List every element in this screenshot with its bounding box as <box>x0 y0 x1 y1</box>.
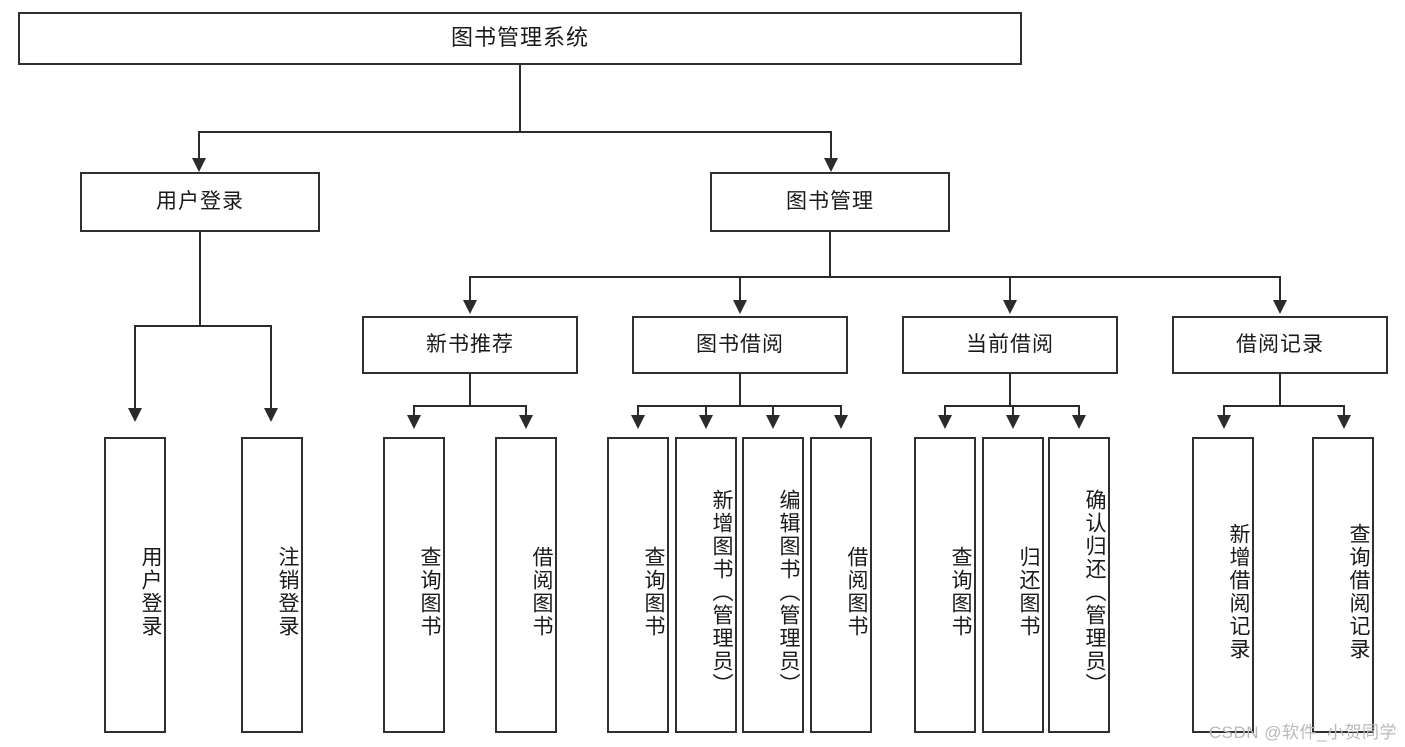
connector-stem-borrow-record <box>1279 374 1281 405</box>
connector-stem-book-manage <box>829 232 831 276</box>
node-book-manage[interactable]: 图书管理 <box>710 172 950 232</box>
leaf-label: 查询图书 <box>949 546 972 638</box>
connector-bus-user-login <box>134 325 271 327</box>
arrow-leaf-user-login <box>128 408 142 422</box>
node-leaf-query-book-1[interactable]: 查询图书 <box>383 437 445 733</box>
connector-drop-book-manage <box>830 131 832 160</box>
arrow-confirm-return <box>1072 415 1086 429</box>
arrow-borrow-book-1 <box>519 415 533 429</box>
connector-stem-book-borrow <box>739 374 741 405</box>
leaf-label: 借阅图书 <box>530 546 553 638</box>
connector-drop-borrow-book-1 <box>525 405 527 417</box>
node-leaf-add-record[interactable]: 新增借阅记录 <box>1192 437 1254 733</box>
node-leaf-query-book-2[interactable]: 查询图书 <box>607 437 669 733</box>
connector-stem-current-borrow <box>1009 374 1011 405</box>
connector-drop-book-borrow <box>739 276 741 302</box>
connector-drop-query-record <box>1343 405 1345 417</box>
node-leaf-borrow-book-1[interactable]: 借阅图书 <box>495 437 557 733</box>
leaf-label: 新增图书（管理员） <box>710 488 733 696</box>
connector-root-stem <box>519 65 521 131</box>
leaf-label: 用户登录 <box>139 546 162 638</box>
connector-bus-level2 <box>469 276 1281 278</box>
connector-drop-query-book-2 <box>637 405 639 417</box>
connector-stem-new-book-rec <box>469 374 471 405</box>
node-current-borrow[interactable]: 当前借阅 <box>902 316 1118 374</box>
connector-drop-current-borrow <box>1009 276 1011 302</box>
leaf-label: 注销登录 <box>276 546 299 638</box>
arrow-add-record <box>1217 415 1231 429</box>
leaf-label: 查询图书 <box>418 546 441 638</box>
connector-drop-query-book-1 <box>413 405 415 417</box>
arrow-query-record <box>1337 415 1351 429</box>
connector-bus-current-borrow <box>944 405 1079 407</box>
leaf-label: 查询图书 <box>642 546 665 638</box>
arrow-book-borrow <box>733 300 747 314</box>
node-leaf-edit-book[interactable]: 编辑图书（管理员） <box>742 437 804 733</box>
node-user-login[interactable]: 用户登录 <box>80 172 320 232</box>
node-leaf-user-login[interactable]: 用户登录 <box>104 437 166 733</box>
arrow-user-login <box>192 158 206 172</box>
node-book-borrow[interactable]: 图书借阅 <box>632 316 848 374</box>
leaf-label: 新增借阅记录 <box>1227 523 1250 661</box>
connector-drop-query-book-3 <box>944 405 946 417</box>
node-root-system[interactable]: 图书管理系统 <box>18 12 1022 65</box>
node-leaf-query-book-3[interactable]: 查询图书 <box>914 437 976 733</box>
leaf-label: 确认归还（管理员） <box>1083 488 1106 696</box>
connector-drop-borrow-record <box>1279 276 1281 302</box>
arrow-borrow-book-2 <box>834 415 848 429</box>
connector-drop-leaf-user-login <box>134 325 136 410</box>
arrow-leaf-logout-login <box>264 408 278 422</box>
connector-drop-new-book-rec <box>469 276 471 302</box>
arrow-add-book <box>699 415 713 429</box>
arrow-edit-book <box>766 415 780 429</box>
node-leaf-confirm-return[interactable]: 确认归还（管理员） <box>1048 437 1110 733</box>
leaf-label: 归还图书 <box>1017 546 1040 638</box>
arrow-return-book <box>1006 415 1020 429</box>
node-borrow-record[interactable]: 借阅记录 <box>1172 316 1388 374</box>
node-new-book-rec[interactable]: 新书推荐 <box>362 316 578 374</box>
connector-stem-user-login <box>199 232 201 327</box>
node-leaf-borrow-book-2[interactable]: 借阅图书 <box>810 437 872 733</box>
arrow-query-book-3 <box>938 415 952 429</box>
connector-drop-return-book <box>1012 405 1014 417</box>
arrow-new-book-rec <box>463 300 477 314</box>
connector-drop-borrow-book-2 <box>840 405 842 417</box>
node-leaf-query-record[interactable]: 查询借阅记录 <box>1312 437 1374 733</box>
leaf-label: 编辑图书（管理员） <box>777 488 800 696</box>
arrow-borrow-record <box>1273 300 1287 314</box>
arrow-book-manage <box>824 158 838 172</box>
leaf-label: 查询借阅记录 <box>1347 523 1370 661</box>
connector-bus-borrow-record <box>1223 405 1345 407</box>
arrow-query-book-2 <box>631 415 645 429</box>
connector-drop-add-book <box>705 405 707 417</box>
arrow-query-book-1 <box>407 415 421 429</box>
leaf-label: 借阅图书 <box>845 546 868 638</box>
node-leaf-add-book[interactable]: 新增图书（管理员） <box>675 437 737 733</box>
connector-drop-add-record <box>1223 405 1225 417</box>
connector-drop-user-login <box>198 131 200 160</box>
node-leaf-return-book[interactable]: 归还图书 <box>982 437 1044 733</box>
connector-bus-book-borrow <box>637 405 842 407</box>
arrow-current-borrow <box>1003 300 1017 314</box>
connector-bus-level1 <box>198 131 832 133</box>
node-leaf-logout-login[interactable]: 注销登录 <box>241 437 303 733</box>
connector-drop-confirm-return <box>1078 405 1080 417</box>
csdn-watermark: CSDN @软件_小贺同学 <box>1208 723 1397 742</box>
connector-drop-leaf-logout-login <box>270 325 272 410</box>
connector-drop-edit-book <box>772 405 774 417</box>
connector-bus-new-book-rec <box>413 405 527 407</box>
